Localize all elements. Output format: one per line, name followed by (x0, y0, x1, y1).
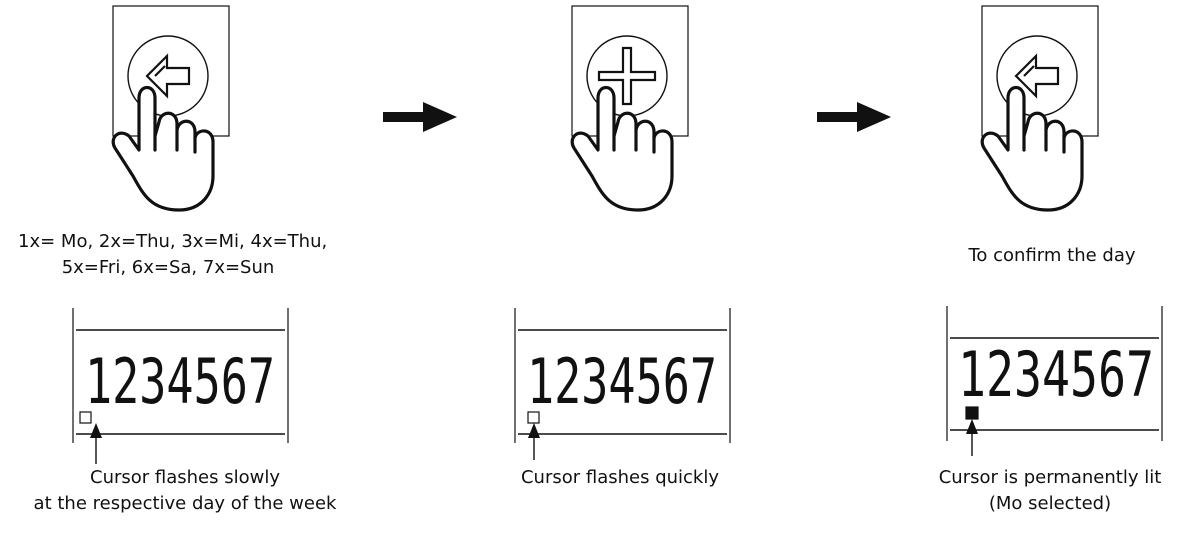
step-1-result: Cursor flashes slowly at the respective … (0, 465, 370, 517)
lcd-display-3: 1234567 (946, 306, 1163, 456)
press-button-illustration-2 (570, 5, 689, 212)
step-3-result-line-2: (Mo selected) (988, 493, 1112, 514)
step-2-result-line-1: Cursor flashes quickly (520, 467, 720, 488)
cursor-indicator (79, 411, 92, 424)
hand-icon (111, 85, 215, 212)
step-3-instruction-line-1: To confirm the day (968, 245, 1136, 266)
press-button-illustration-1 (111, 5, 230, 212)
display-digits: 1234567 (85, 345, 275, 418)
step-1-instruction-line-2: 5x=Fri, 6x=Sa, 7x=Sun (61, 257, 275, 278)
enter-arrow-icon (145, 53, 191, 99)
step-1-result-line-1: Cursor flashes slowly (90, 467, 280, 488)
display-digits: 1234567 (527, 345, 717, 418)
hand-icon (570, 85, 674, 212)
arrow-up-icon (966, 419, 978, 456)
arrow-up-icon (90, 423, 102, 464)
step-1-instruction: 1x= Mo, 2x=Thu, 3x=Mi, 4x=Thu, 5x=Fri, 6… (18, 229, 328, 281)
step-3-instruction: To confirm the day (912, 243, 1192, 269)
enter-arrow-icon (1014, 53, 1060, 99)
step-1-result-line-2: at the respective day of the week (33, 493, 337, 514)
hand-icon (980, 85, 1084, 212)
lcd-display-2: 1234567 (514, 308, 731, 460)
arrow-up-icon (528, 423, 540, 460)
arrow-right-icon (383, 102, 457, 132)
step-3-result: Cursor is permanently lit (Mo selected) (908, 465, 1192, 517)
step-3-result-line-1: Cursor is permanently lit (938, 467, 1162, 488)
step-1-instruction-line-1: 1x= Mo, 2x=Thu, 3x=Mi, 4x=Thu, (18, 231, 328, 252)
cursor-indicator (965, 406, 979, 420)
plus-icon (597, 46, 657, 106)
press-button-illustration-3 (980, 5, 1099, 212)
cursor-indicator (527, 411, 540, 424)
arrow-right-icon (817, 102, 891, 132)
lcd-display-1: 1234567 (72, 308, 289, 464)
display-digits: 1234567 (958, 338, 1154, 411)
step-2-result: Cursor flashes quickly (470, 465, 770, 491)
